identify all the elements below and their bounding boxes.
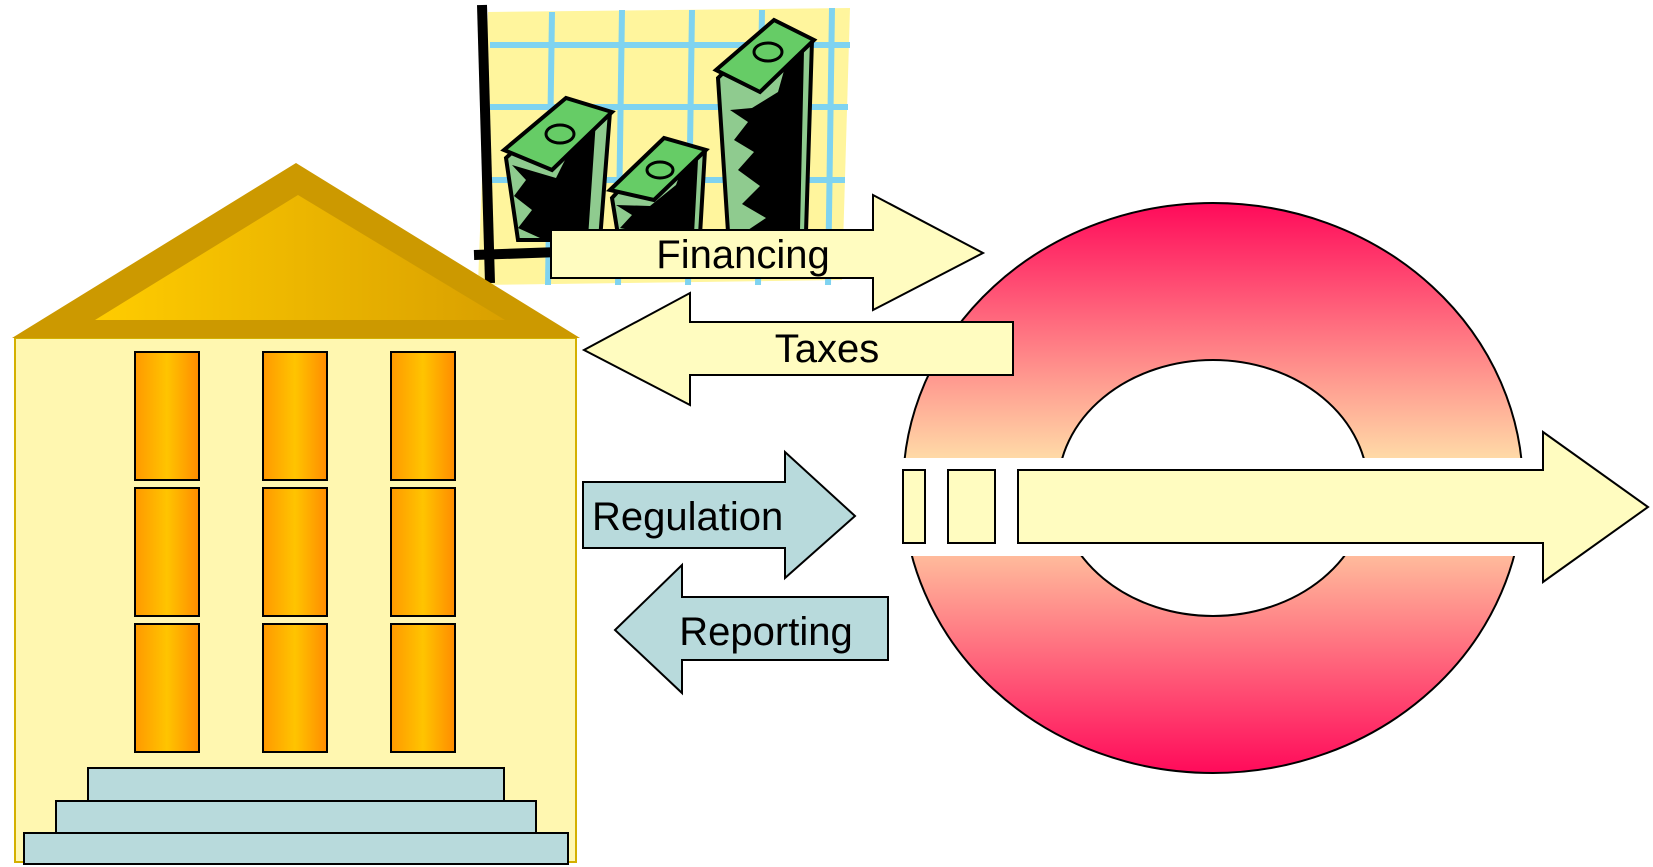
taxes-label: Taxes xyxy=(775,327,880,371)
cycle-arrow-tail-1 xyxy=(902,469,926,544)
regulation-arrow: Regulation xyxy=(582,449,857,581)
building-columns xyxy=(134,351,456,753)
government-building-icon xyxy=(12,163,580,865)
money-bar-chart-icon xyxy=(473,4,850,286)
chart-axes xyxy=(473,4,561,284)
financing-arrow: Financing xyxy=(550,193,986,312)
financing-label: Financing xyxy=(656,233,829,277)
reporting-arrow: Reporting xyxy=(613,562,889,696)
building-steps xyxy=(23,767,569,865)
money-stack-2 xyxy=(605,135,710,237)
regulation-label: Regulation xyxy=(592,495,783,539)
building-pediment-inner xyxy=(95,195,505,320)
cycle-arrow-tail-2 xyxy=(947,469,996,544)
reporting-label: Reporting xyxy=(679,610,852,654)
taxes-arrow: Taxes xyxy=(581,291,1014,407)
money-stack-1 xyxy=(500,95,616,242)
business-cycle-icon xyxy=(895,202,1650,774)
money-stack-3 xyxy=(712,17,818,234)
cycle-arrow xyxy=(1017,430,1650,584)
